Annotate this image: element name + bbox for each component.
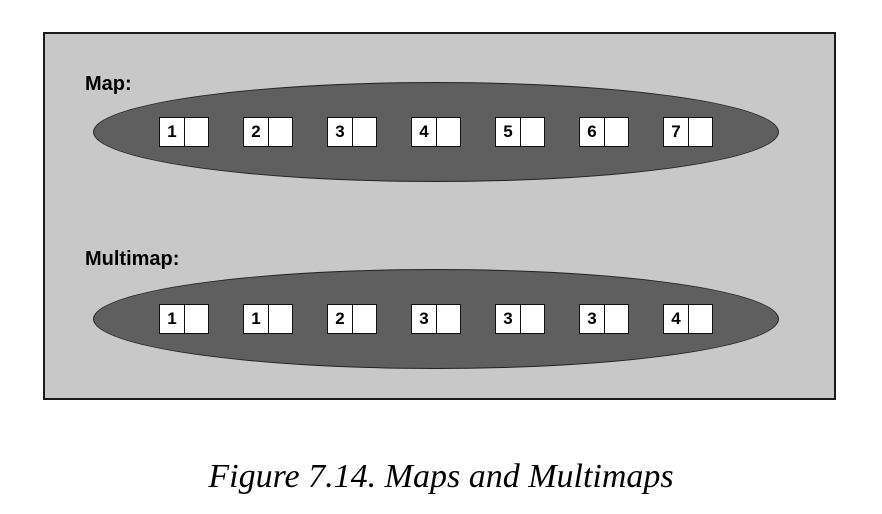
multimap-pair-key: 3 [580,305,605,333]
map-pair: 2 [243,117,293,147]
map-pair-key: 7 [664,118,689,146]
multimap-pair-value [269,305,292,333]
map-pair: 1 [159,117,209,147]
map-pair-key: 6 [580,118,605,146]
multimap-pair: 3 [495,304,545,334]
multimap-pair: 4 [663,304,713,334]
multimap-pair-key: 4 [664,305,689,333]
map-pair-key: 5 [496,118,521,146]
figure-caption: Figure 7.14. Maps and Multimaps [208,458,674,495]
multimap-label: Multimap: [85,248,180,270]
multimap-pair-value [689,305,712,333]
map-pair: 5 [495,117,545,147]
multimap-pair-key: 3 [496,305,521,333]
multimap-pair: 2 [327,304,377,334]
map-pair-key: 3 [328,118,353,146]
multimap-pair: 1 [243,304,293,334]
multimap-pair-value [521,305,544,333]
map-pair-key: 1 [160,118,185,146]
multimap-pair: 3 [411,304,461,334]
diagram-panel: Map: 1 2 3 4 5 6 7 Multimap: 1 1 2 3 3 3… [43,32,836,400]
map-pair-value [605,118,628,146]
multimap-pair-key: 3 [412,305,437,333]
multimap-pair-key: 1 [160,305,185,333]
multimap-pair-value [185,305,208,333]
map-pair: 7 [663,117,713,147]
multimap-pair: 1 [159,304,209,334]
map-pair-value [269,118,292,146]
multimap-pair-key: 1 [244,305,269,333]
multimap-container-ellipse: 1 1 2 3 3 3 4 [93,269,779,369]
map-pair-value [353,118,376,146]
map-pair: 6 [579,117,629,147]
map-pair-value [521,118,544,146]
map-label: Map: [85,73,132,95]
map-pair-value [689,118,712,146]
multimap-pair-key: 2 [328,305,353,333]
multimap-pair: 3 [579,304,629,334]
multimap-pair-value [605,305,628,333]
map-pair: 4 [411,117,461,147]
multimap-pair-value [353,305,376,333]
multimap-pair-value [437,305,460,333]
map-pair: 3 [327,117,377,147]
map-container-ellipse: 1 2 3 4 5 6 7 [93,82,779,182]
map-pair-key: 4 [412,118,437,146]
map-pair-value [437,118,460,146]
map-pair-value [185,118,208,146]
map-pair-key: 2 [244,118,269,146]
